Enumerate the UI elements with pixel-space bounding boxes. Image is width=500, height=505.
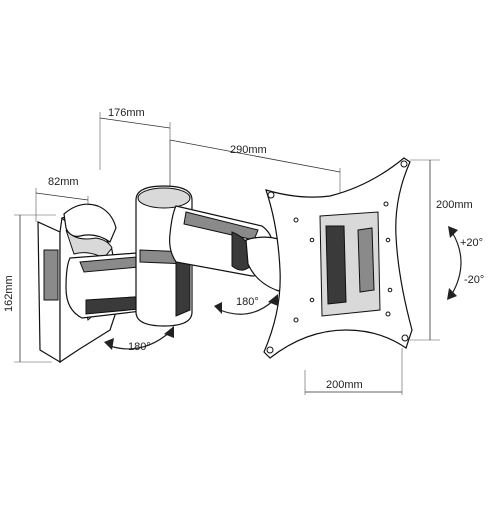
vesa-hole-tr [400, 160, 408, 168]
label-swivel-wall: 180° [128, 341, 151, 353]
wall-swivel-arrow-head-left [104, 338, 114, 350]
vesa-hole-bl [266, 346, 274, 354]
label-tilt-up: +20° [460, 237, 483, 249]
vesa-hole-7 [309, 297, 315, 303]
vesa-hole-br [401, 334, 409, 342]
vesa-hole-4 [385, 311, 391, 317]
wall-hinge [63, 203, 117, 259]
tilt-arrow [451, 231, 462, 295]
label-wall-height: 162mm [3, 275, 15, 312]
vesa-hole-6 [385, 237, 391, 243]
labels: 176mm 290mm 82mm 162mm 200mm 200mm +20° … [3, 107, 484, 391]
vesa-hole-tl [267, 191, 275, 199]
plate-swivel-arrow-head-left [214, 302, 222, 314]
plate-swivel-arrow [219, 299, 275, 315]
plate-swivel-arrow-head-right [268, 294, 278, 306]
tilt-arrow-head-up [448, 226, 458, 238]
vesa-hole-5 [309, 237, 315, 243]
dimension-lines [14, 112, 440, 395]
dim-82-line [35, 192, 89, 201]
label-extension: 290mm [230, 144, 267, 156]
rotation-arrows [104, 226, 462, 350]
wall-swivel-arrow-head-right [164, 326, 174, 338]
vesa-hole-2 [383, 201, 389, 207]
vesa-plate [263, 157, 413, 359]
middle-hinge-cap [137, 187, 191, 209]
wall-plate-shadow [43, 249, 59, 301]
vesa-bracket-slot-left [325, 225, 347, 305]
label-swivel-plate: 180° [236, 296, 259, 308]
label-tilt-down: -20° [464, 274, 484, 286]
vesa-hole-8 [387, 287, 393, 293]
vesa-hole-1 [293, 217, 299, 223]
tilt-arrow-head-down [447, 288, 457, 300]
vesa-hole-3 [293, 317, 299, 323]
wall-hinge-mid [65, 229, 113, 259]
label-plate-width: 200mm [326, 379, 363, 391]
vesa-bracket-slot-right [357, 227, 375, 293]
dim-290-line [169, 139, 341, 173]
label-plate-height: 200mm [436, 199, 473, 211]
dim-176-line [99, 117, 171, 129]
label-arm-depth: 176mm [108, 107, 145, 119]
label-wall-width: 82mm [48, 176, 79, 188]
wall-swivel-arrow [109, 331, 171, 350]
